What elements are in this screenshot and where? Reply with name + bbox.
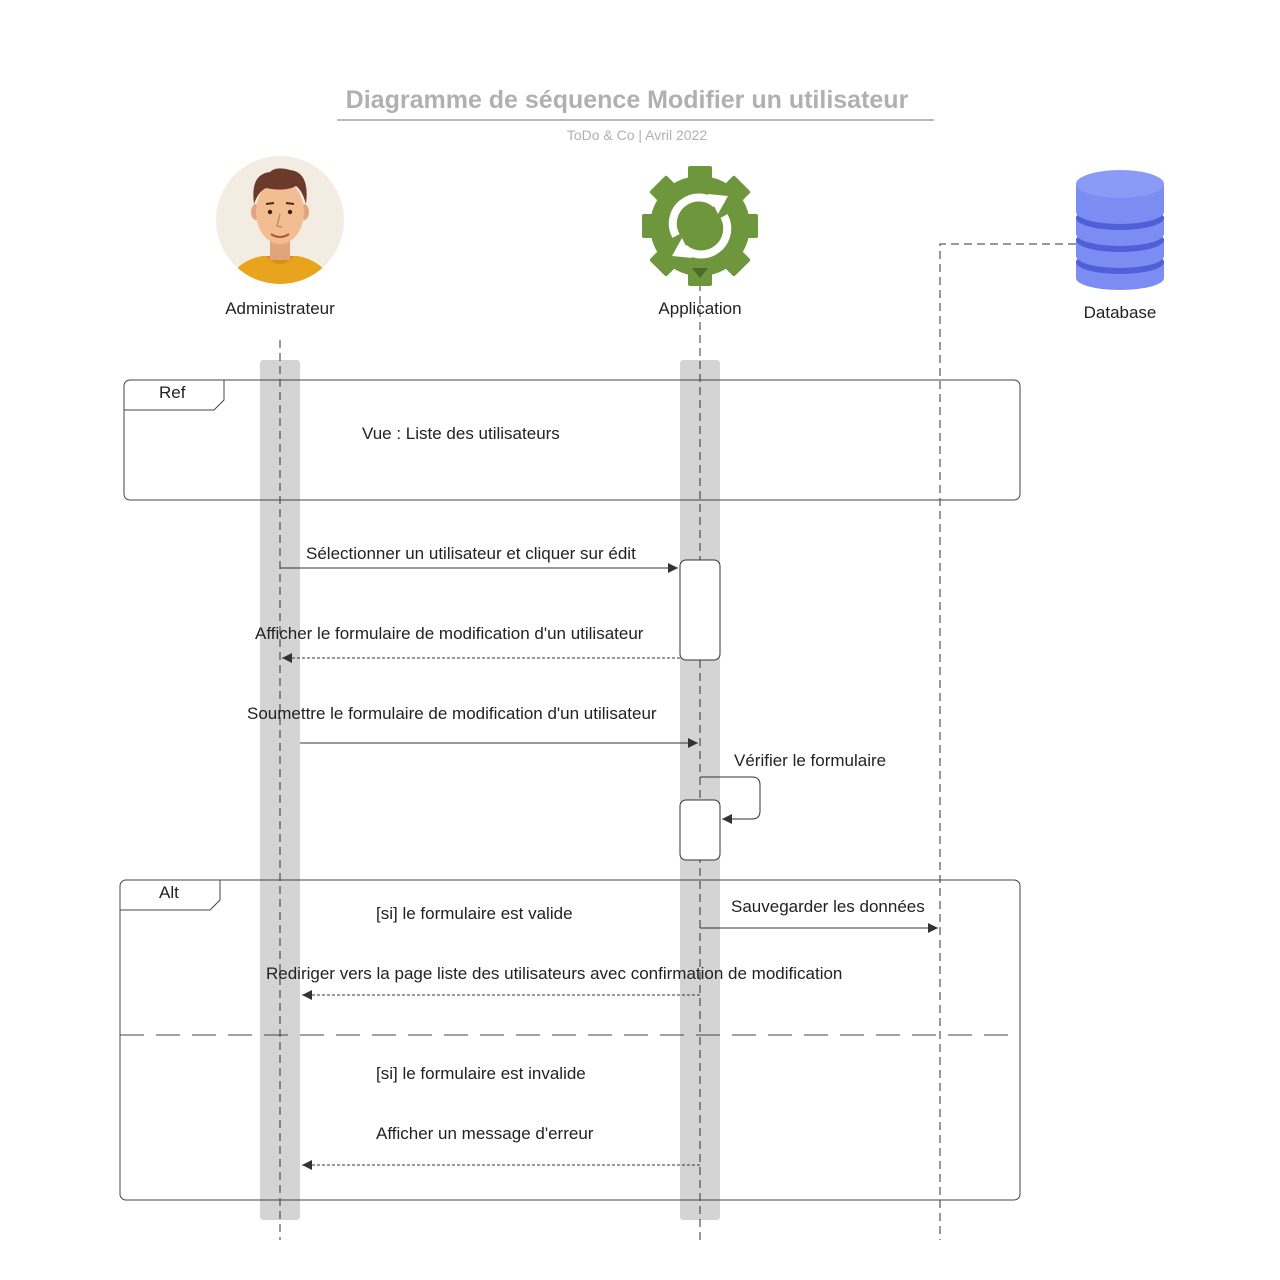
diagram-title: Diagramme de séquence Modifier un utilis… bbox=[345, 86, 909, 114]
redirect-label: Rediriger vers la page liste des utilisa… bbox=[266, 964, 843, 983]
db-lifeline bbox=[939, 243, 1076, 1240]
alt-frame bbox=[119, 879, 1021, 1201]
db-actor-label: Database bbox=[1083, 303, 1157, 322]
ref-frame-tag: Ref bbox=[159, 383, 186, 402]
submit-form-label: Soumettre le formulaire de modification … bbox=[247, 704, 657, 723]
database-icon bbox=[1076, 170, 1164, 290]
diagram-subtitle: ToDo & Co | Avril 2022 bbox=[566, 127, 708, 143]
alt-guard-invalid: [si] le formulaire est invalide bbox=[376, 1064, 586, 1083]
app-execution-box-1 bbox=[679, 559, 721, 661]
ref-frame-tag-box bbox=[124, 380, 225, 411]
alt-frame-tag: Alt bbox=[159, 883, 179, 902]
ref-frame-content: Vue : Liste des utilisateurs bbox=[362, 424, 560, 443]
show-form-label: Afficher le formulaire de modification d… bbox=[255, 624, 644, 643]
ref-frame bbox=[123, 379, 1021, 501]
app-execution-box-2 bbox=[679, 799, 721, 861]
alt-guard-valid: [si] le formulaire est valide bbox=[376, 904, 573, 923]
select-edit-label: Sélectionner un utilisateur et cliquer s… bbox=[306, 544, 636, 563]
title-underline bbox=[337, 119, 934, 121]
save-data-label: Sauvegarder les données bbox=[731, 897, 925, 916]
admin-actor-label: Administrateur bbox=[225, 299, 335, 318]
verify-form-label: Vérifier le formulaire bbox=[734, 751, 887, 770]
alt-frame-tag-box bbox=[120, 880, 221, 911]
person-avatar-icon bbox=[216, 156, 344, 284]
show-error-label: Afficher un message d'erreur bbox=[376, 1124, 594, 1143]
gear-sync-icon bbox=[642, 166, 758, 286]
app-actor-label: Application bbox=[658, 299, 742, 318]
verify-form-self-arrow bbox=[700, 776, 761, 824]
